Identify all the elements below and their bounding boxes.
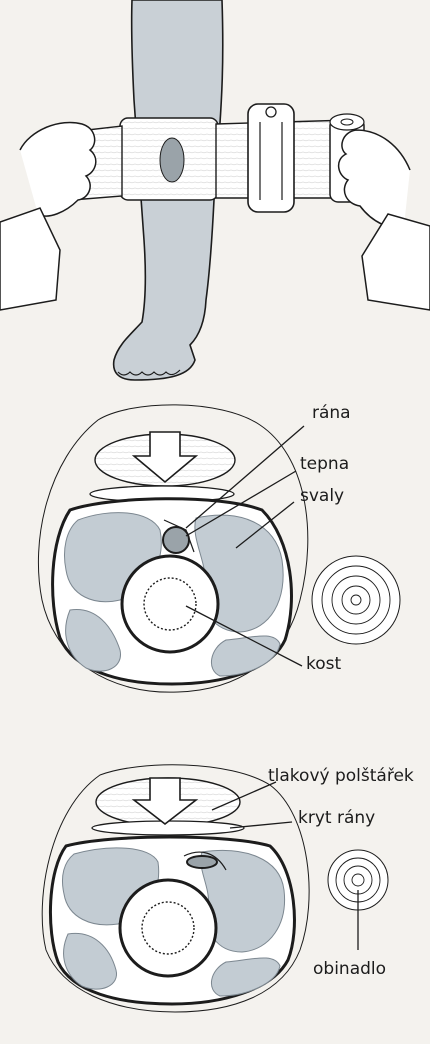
label-muscles: svaly bbox=[300, 488, 344, 505]
artery-1 bbox=[163, 527, 189, 553]
label-wound-cover: kryt rány bbox=[298, 810, 375, 827]
label-wound: rána bbox=[312, 405, 351, 422]
label-bone: kost bbox=[306, 656, 341, 673]
bone-marrow-2 bbox=[142, 902, 194, 954]
wound-mark bbox=[160, 138, 184, 182]
left-hand bbox=[20, 122, 96, 216]
label-pressure-pad: tlakový polštářek bbox=[268, 768, 414, 785]
label-bandage: obinadlo bbox=[313, 961, 386, 978]
right-hand bbox=[339, 130, 410, 228]
wound-cover-2 bbox=[92, 821, 244, 835]
label-artery: tepna bbox=[300, 456, 349, 473]
artery-2 bbox=[187, 856, 217, 868]
left-sleeve bbox=[0, 208, 60, 310]
cross-section-1 bbox=[38, 405, 400, 692]
bone-marrow-1 bbox=[144, 578, 196, 630]
leg-bandaging-scene bbox=[0, 0, 430, 380]
bandage-roll-section-1 bbox=[312, 556, 400, 644]
right-sleeve bbox=[362, 214, 430, 310]
bandage-clip bbox=[248, 104, 294, 212]
